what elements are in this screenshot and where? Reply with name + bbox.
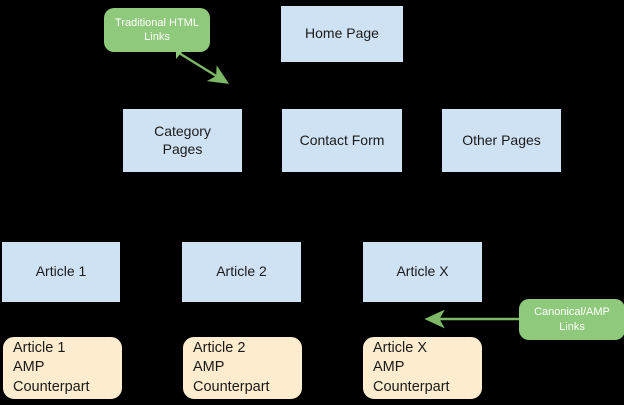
callout-canonical-amp-links: Canonical/AMP Links <box>519 299 624 340</box>
node-article-1-amp-counterpart[interactable]: Article 1 AMP Counterpart <box>2 336 123 400</box>
node-article-x-amp-counterpart[interactable]: Article X AMP Counterpart <box>362 336 483 400</box>
node-category-pages[interactable]: Category Pages <box>122 108 243 173</box>
node-article-x[interactable]: Article X <box>362 241 483 303</box>
callout-html-links-tail <box>176 47 186 59</box>
callout-html-links: Traditional HTML Links <box>104 8 210 52</box>
node-article-2[interactable]: Article 2 <box>181 241 302 303</box>
node-other-pages[interactable]: Other Pages <box>441 108 562 173</box>
arrow-html-links <box>178 51 230 84</box>
node-contact-form[interactable]: Contact Form <box>281 108 403 173</box>
node-article-2-amp-counterpart[interactable]: Article 2 AMP Counterpart <box>182 336 303 400</box>
node-home-page[interactable]: Home Page <box>280 5 404 63</box>
node-article-1[interactable]: Article 1 <box>1 241 121 303</box>
